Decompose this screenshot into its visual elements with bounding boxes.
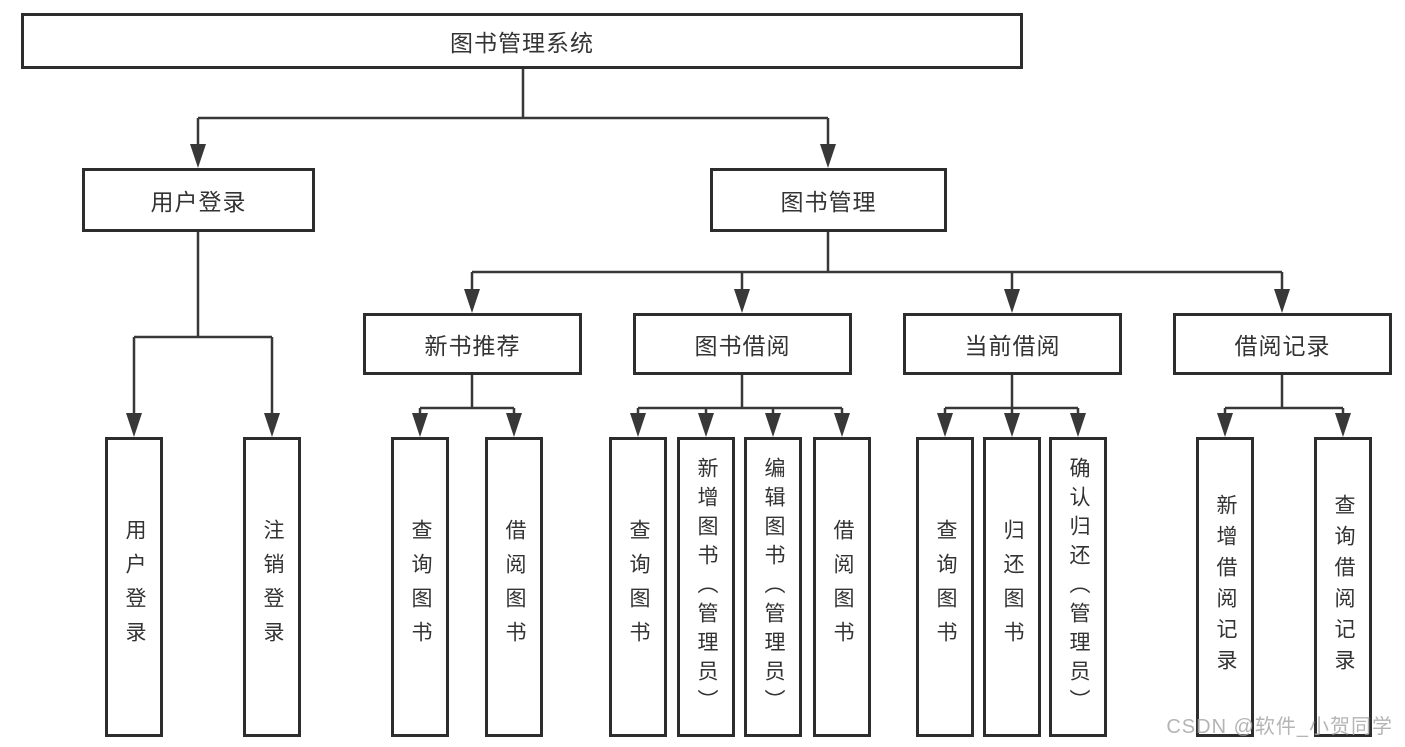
- leaf-label: 查询图书: [409, 519, 432, 655]
- arrow-icon: [126, 413, 142, 437]
- leaf-edit-books-admin: 编辑图书（管理员）: [744, 437, 802, 737]
- arrow-icon: [1070, 413, 1086, 437]
- arrow-icon: [1274, 289, 1290, 313]
- node-book-borrow: 图书借阅: [633, 313, 852, 375]
- leaf-add-books-admin: 新增图书（管理员）: [677, 437, 735, 737]
- leaf-query-borrow-record: 查询借阅记录: [1314, 437, 1372, 737]
- node-label: 当前借阅: [964, 333, 1061, 359]
- arrow-icon: [1217, 413, 1233, 437]
- node-label: 图书管理: [780, 189, 877, 215]
- leaf-label: 注销登录: [261, 519, 284, 655]
- arrow-icon: [1335, 413, 1351, 437]
- node-label: 新书推荐: [424, 333, 521, 359]
- node-borrow-records: 借阅记录: [1173, 313, 1392, 375]
- node-book-management: 图书管理: [710, 168, 947, 232]
- arrow-icon: [190, 144, 206, 168]
- leaf-query-books-borrow: 查询图书: [609, 437, 667, 737]
- leaf-query-books-recommend: 查询图书: [391, 437, 449, 737]
- leaf-borrow-books-borrow: 借阅图书: [813, 437, 871, 737]
- arrowheads: [126, 144, 1351, 437]
- arrow-icon: [506, 413, 522, 437]
- leaf-label: 新增图书（管理员）: [695, 456, 718, 718]
- leaf-label: 查询借阅记录: [1332, 494, 1355, 680]
- arrow-icon: [1004, 289, 1020, 313]
- root-label: 图书管理系统: [450, 30, 594, 56]
- arrow-icon: [264, 413, 280, 437]
- node-library-management-system: 图书管理系统: [21, 13, 1023, 69]
- leaf-label: 归还图书: [1001, 519, 1024, 655]
- arrow-icon: [765, 413, 781, 437]
- leaf-label: 查询图书: [934, 519, 957, 655]
- leaf-label: 借阅图书: [831, 519, 854, 655]
- node-current-borrow: 当前借阅: [903, 313, 1122, 375]
- arrow-icon: [937, 413, 953, 437]
- leaf-return-books: 归还图书: [983, 437, 1041, 737]
- connector-lines: [132, 69, 1345, 419]
- node-new-book-recommend: 新书推荐: [363, 313, 582, 375]
- arrow-icon: [464, 289, 480, 313]
- arrow-icon: [834, 413, 850, 437]
- node-label: 用户登录: [150, 189, 247, 215]
- leaf-borrow-books-recommend: 借阅图书: [485, 437, 543, 737]
- node-user-login: 用户登录: [82, 168, 315, 232]
- leaf-label: 借阅图书: [503, 519, 526, 655]
- node-label: 图书借阅: [694, 333, 791, 359]
- arrow-icon: [412, 413, 428, 437]
- arrow-icon: [1004, 413, 1020, 437]
- arrow-icon: [734, 289, 750, 313]
- node-label: 借阅记录: [1234, 333, 1331, 359]
- leaf-logout: 注销登录: [243, 437, 301, 737]
- leaf-label: 编辑图书（管理员）: [762, 456, 785, 718]
- leaf-label: 新增借阅记录: [1214, 494, 1237, 680]
- leaf-label: 确认归还（管理员）: [1067, 456, 1090, 718]
- leaf-query-books-current: 查询图书: [916, 437, 974, 737]
- leaf-confirm-return-admin: 确认归还（管理员）: [1049, 437, 1107, 737]
- leaf-label: 用户登录: [123, 519, 146, 655]
- arrow-icon: [820, 144, 836, 168]
- leaf-label: 查询图书: [627, 519, 650, 655]
- arrow-icon: [630, 413, 646, 437]
- arrow-icon: [698, 413, 714, 437]
- leaf-user-login: 用户登录: [105, 437, 163, 737]
- leaf-add-borrow-record: 新增借阅记录: [1196, 437, 1254, 737]
- watermark: CSDN @软件_小贺同学: [1166, 716, 1393, 738]
